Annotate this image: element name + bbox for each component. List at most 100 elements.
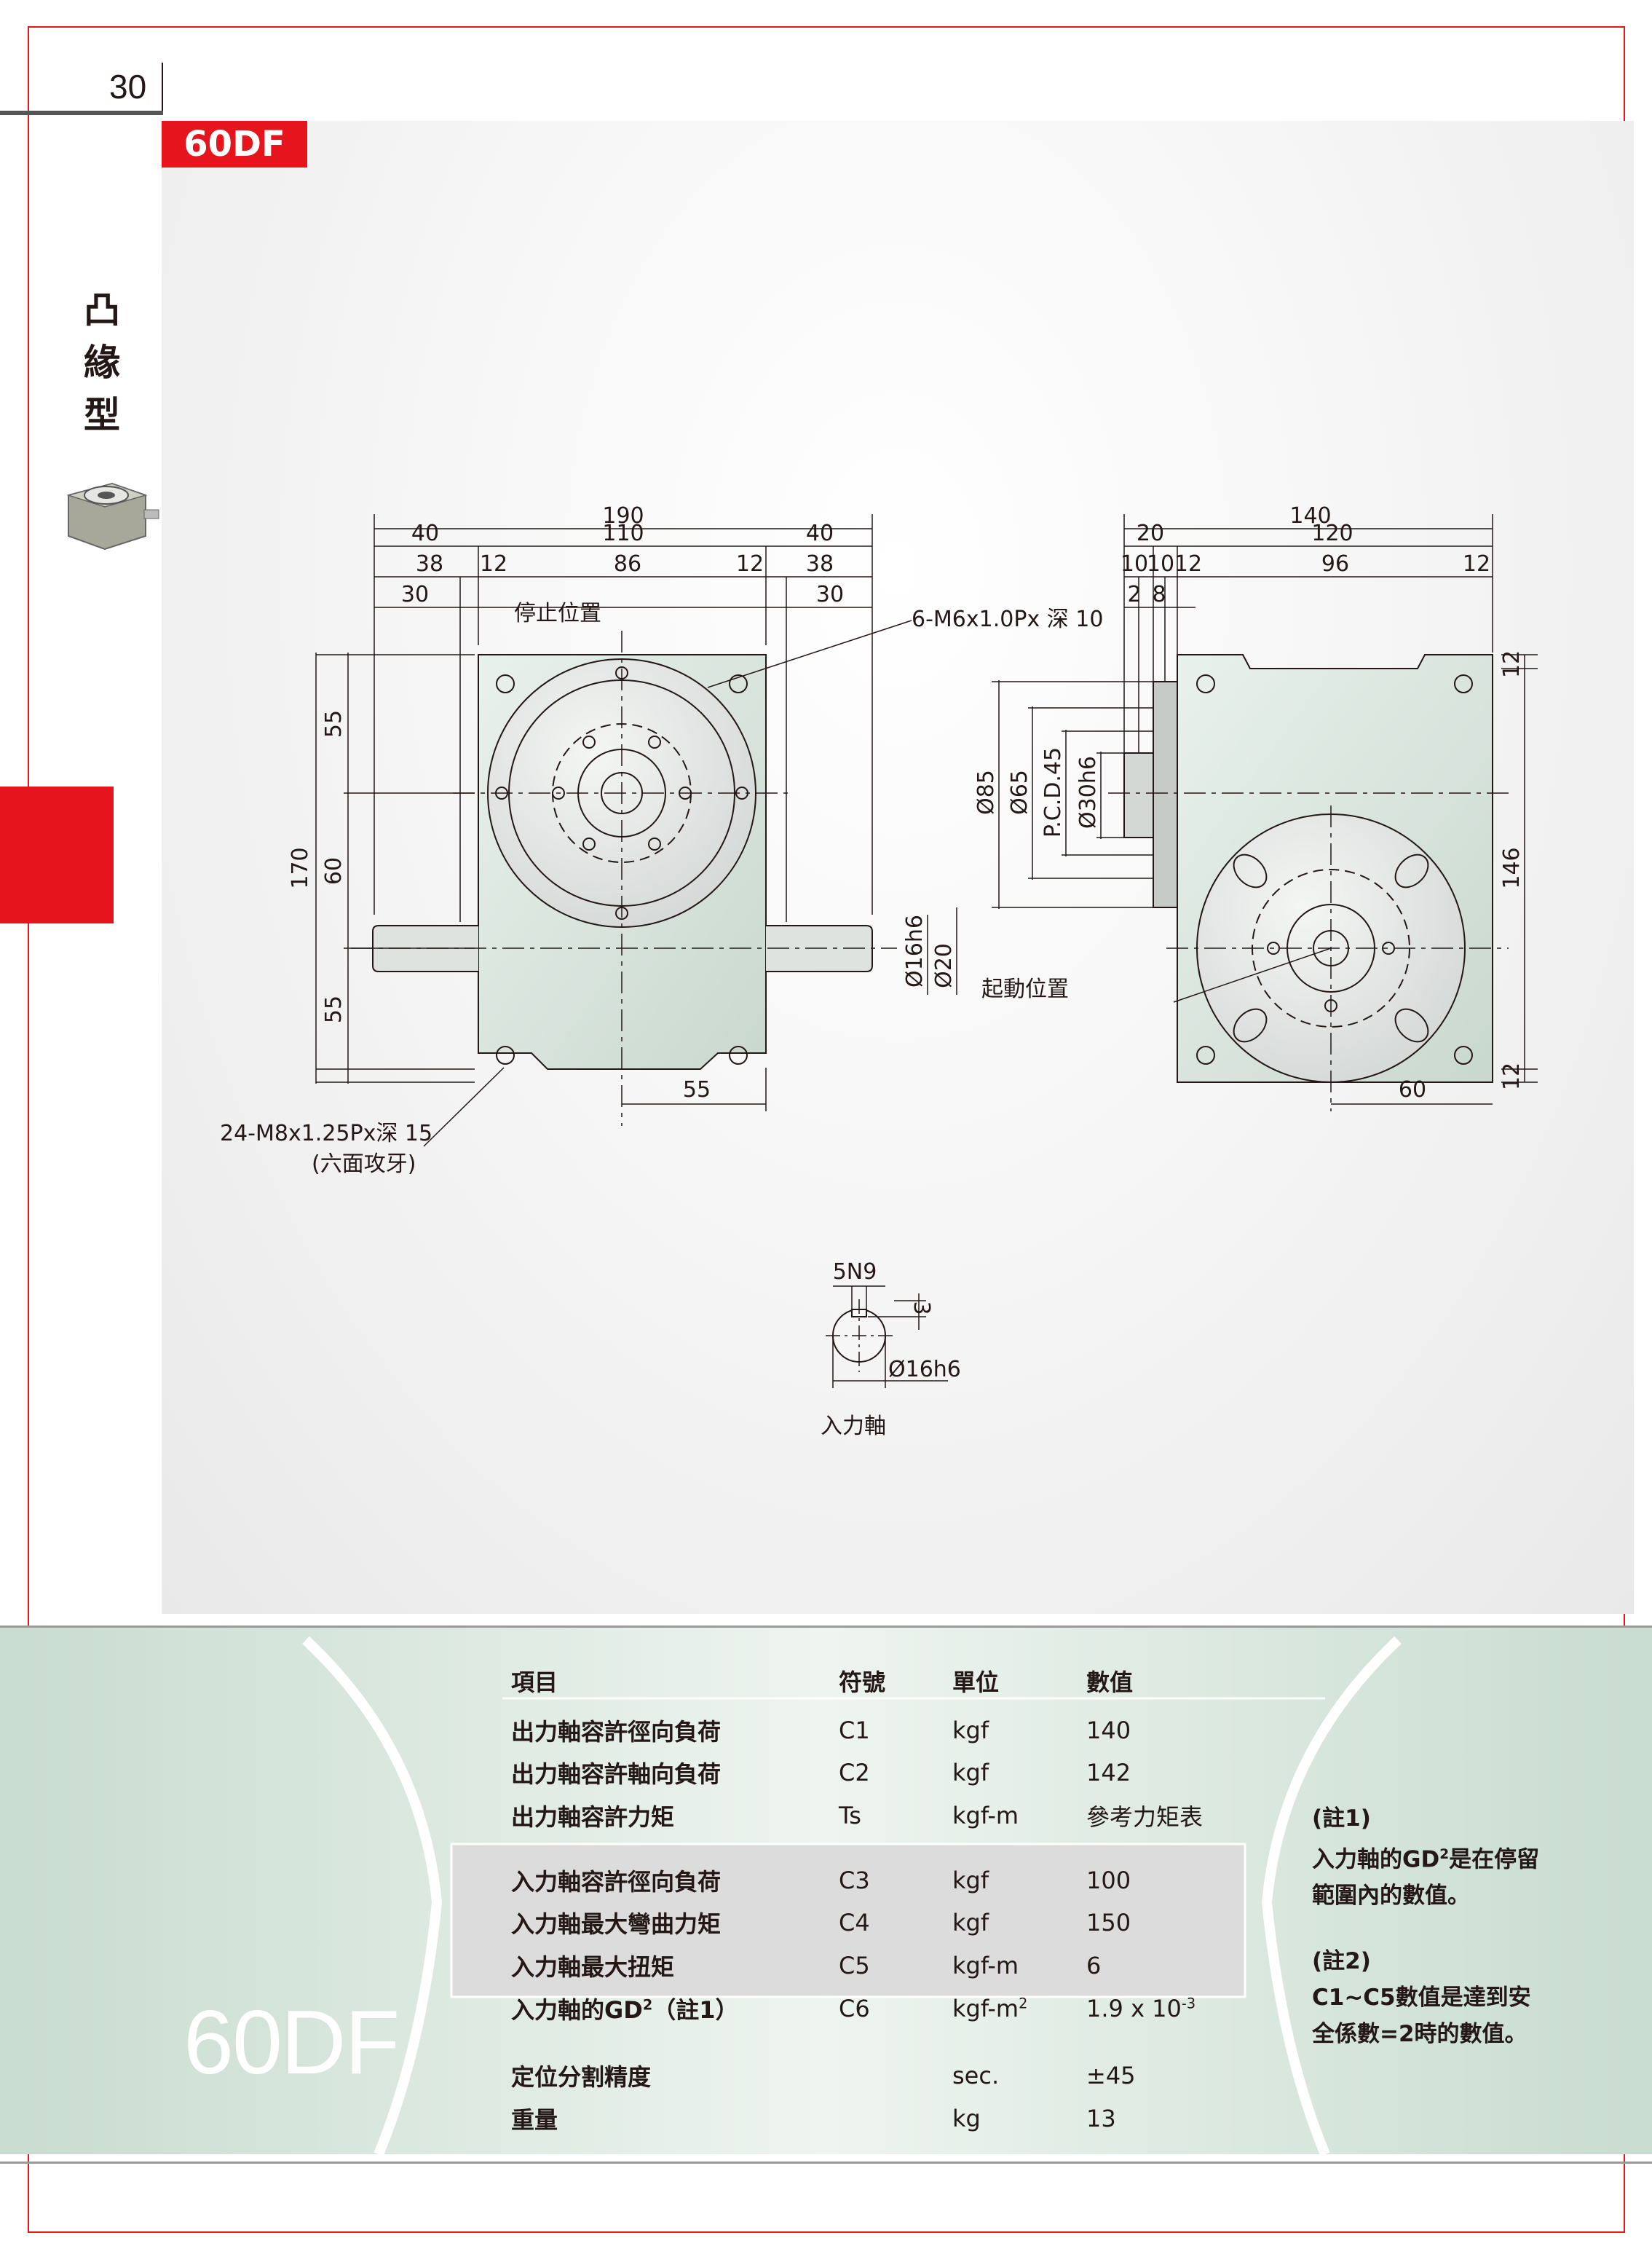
table-row: 入力軸最大彎曲力矩 C4 kgf 150 xyxy=(511,1902,1276,1943)
cell-value: 6 xyxy=(1086,1952,1102,1979)
shaft-caption: 入力軸 xyxy=(821,1414,886,1439)
dim-label: 146 xyxy=(1499,847,1525,888)
dim-label: 10 xyxy=(1147,551,1174,577)
category-label: 凸 緣 型 xyxy=(73,284,131,441)
cell-symbol: C3 xyxy=(839,1867,870,1894)
tap-note: 6-M6x1.0Px 深 10 xyxy=(912,607,1103,632)
dim-label: 2 xyxy=(1127,582,1141,607)
dim-label: 12 xyxy=(1174,551,1202,577)
dim-label: 10 xyxy=(1121,551,1148,577)
stop-position-label: 停止位置 xyxy=(514,601,601,626)
category-char: 型 xyxy=(84,394,120,436)
dim-label: 38 xyxy=(806,551,834,577)
dim-label: Ø85 xyxy=(973,770,999,815)
cell-item-note: （註1） xyxy=(652,1996,739,2024)
page-number-divider xyxy=(162,63,163,115)
cell-item: 入力軸的GD2（註1） xyxy=(511,1992,839,2025)
dim-label: 86 xyxy=(614,551,641,577)
cell-item: 入力軸最大彎曲力矩 xyxy=(511,1910,722,1938)
superscript: 2 xyxy=(1019,1995,1028,2012)
dim-label: 60 xyxy=(321,857,347,885)
cell-item: 入力軸最大扭矩 xyxy=(511,1953,675,1981)
dim-label: 96 xyxy=(1321,551,1349,577)
dim-label: 3 xyxy=(909,1301,934,1315)
table-row: 重量 kg 13 xyxy=(511,2098,1276,2139)
dim-label: 12 xyxy=(1499,1063,1525,1090)
header-value: 數值 xyxy=(1086,1668,1134,1696)
dim-label: Ø16h6 xyxy=(888,1357,961,1382)
spec-band-background xyxy=(0,1626,1652,2154)
dim-label: Ø16h6 xyxy=(902,915,928,988)
dim-label: 38 xyxy=(416,551,443,577)
cell-value: ±45 xyxy=(1086,2062,1136,2089)
table-row: 出力軸容許軸向負荷 C2 kgf 142 xyxy=(511,1752,1276,1793)
page-number: 30 xyxy=(109,68,147,106)
cell-item: 入力軸容許徑向負荷 xyxy=(511,1868,722,1896)
note1-body: 入力軸的GD2是在停留範圍內的數值。 xyxy=(1312,1837,1552,1914)
cell-item: 出力軸容許力矩 xyxy=(511,1803,675,1831)
cell-item: 定位分割精度 xyxy=(511,2063,652,2091)
cell-symbol: C4 xyxy=(839,1909,870,1936)
cell-symbol: Ts xyxy=(839,1802,861,1829)
indexer-thumbnail-image xyxy=(66,482,159,551)
cell-item: 出力軸容許徑向負荷 xyxy=(511,1718,722,1746)
cell-value: 142 xyxy=(1086,1759,1131,1786)
cell-unit: kgf-m xyxy=(952,1952,1019,1979)
note2-title: (註2) xyxy=(1312,1948,1371,1975)
header-unit: 單位 xyxy=(952,1668,1000,1696)
cell-unit: kgf xyxy=(952,1759,989,1786)
dim-label: 110 xyxy=(602,521,644,546)
mount-note-sub: (六面攻牙) xyxy=(312,1151,416,1177)
cell-symbol: C1 xyxy=(839,1717,870,1744)
dim-label: 40 xyxy=(806,521,834,546)
spec-divider xyxy=(0,1626,1652,1628)
watermark-model: 60DF xyxy=(183,1993,400,2093)
note1-title: (註1) xyxy=(1312,1805,1371,1832)
dim-label: 120 xyxy=(1311,521,1353,546)
dim-label: 8 xyxy=(1152,582,1166,607)
mount-note: 24-M8x1.25Px深 15 xyxy=(220,1121,432,1146)
header-rule xyxy=(0,111,163,115)
section-tab xyxy=(0,787,114,923)
cell-item-text: 入力軸的GD xyxy=(511,1996,643,2024)
dim-label: 12 xyxy=(480,551,507,577)
dim-label: Ø20 xyxy=(931,943,957,988)
dim-label: P.C.D.45 xyxy=(1040,747,1066,838)
dim-label: 12 xyxy=(736,551,764,577)
table-row: 入力軸最大扭矩 C5 kgf-m 6 xyxy=(511,1945,1276,1986)
cell-unit: kgf xyxy=(952,1909,989,1936)
dim-label: 190 xyxy=(602,503,644,529)
dim-label: 60 xyxy=(1399,1077,1426,1103)
cell-unit: sec. xyxy=(952,2062,1000,2089)
dim-label: 30 xyxy=(816,582,844,607)
cell-value: 140 xyxy=(1086,1717,1131,1744)
table-row: 入力軸容許徑向負荷 C3 kgf 100 xyxy=(511,1860,1276,1901)
cell-unit: kgf-m xyxy=(952,1802,1019,1829)
start-position-label: 起動位置 xyxy=(981,977,1069,1002)
header-symbol: 符號 xyxy=(839,1668,886,1696)
cell-item: 重量 xyxy=(511,2106,558,2134)
cell-symbol: C2 xyxy=(839,1759,870,1786)
cell-value: 150 xyxy=(1086,1909,1131,1936)
category-char: 緣 xyxy=(84,342,120,384)
table-row: 定位分割精度 sec. ±45 xyxy=(511,2055,1276,2096)
cell-unit: kgf xyxy=(952,1867,989,1894)
cell-symbol: C6 xyxy=(839,1995,870,2022)
dim-label: 12 xyxy=(1499,650,1525,678)
superscript: 2 xyxy=(1439,1847,1450,1862)
dim-label: Ø65 xyxy=(1007,770,1032,815)
table-row: 入力軸的GD2（註1） C6 kgf-m2 1.9 x 10-3 xyxy=(511,1988,1276,2029)
notes: (註1) 入力軸的GD2是在停留範圍內的數值。 (註2) C1~C5數值是達到安… xyxy=(1312,1800,1552,2052)
note1-text: 入力軸的GD xyxy=(1312,1846,1440,1873)
cell-value: 100 xyxy=(1086,1867,1131,1894)
cell-symbol: C5 xyxy=(839,1952,870,1979)
cell-unit-text: kgf-m xyxy=(952,1995,1019,2022)
dim-label: 5N9 xyxy=(833,1259,877,1285)
cell-unit: kgf xyxy=(952,1717,989,1744)
table-row: 出力軸容許力矩 Ts kgf-m 參考力矩表 xyxy=(511,1795,1276,1836)
dim-label: 140 xyxy=(1289,503,1331,529)
table-row: 出力軸容許徑向負荷 C1 kgf 140 xyxy=(511,1710,1276,1751)
dim-label: Ø30h6 xyxy=(1075,756,1101,829)
dim-label: 30 xyxy=(401,582,429,607)
cell-unit: kgf-m2 xyxy=(952,1995,1086,2022)
